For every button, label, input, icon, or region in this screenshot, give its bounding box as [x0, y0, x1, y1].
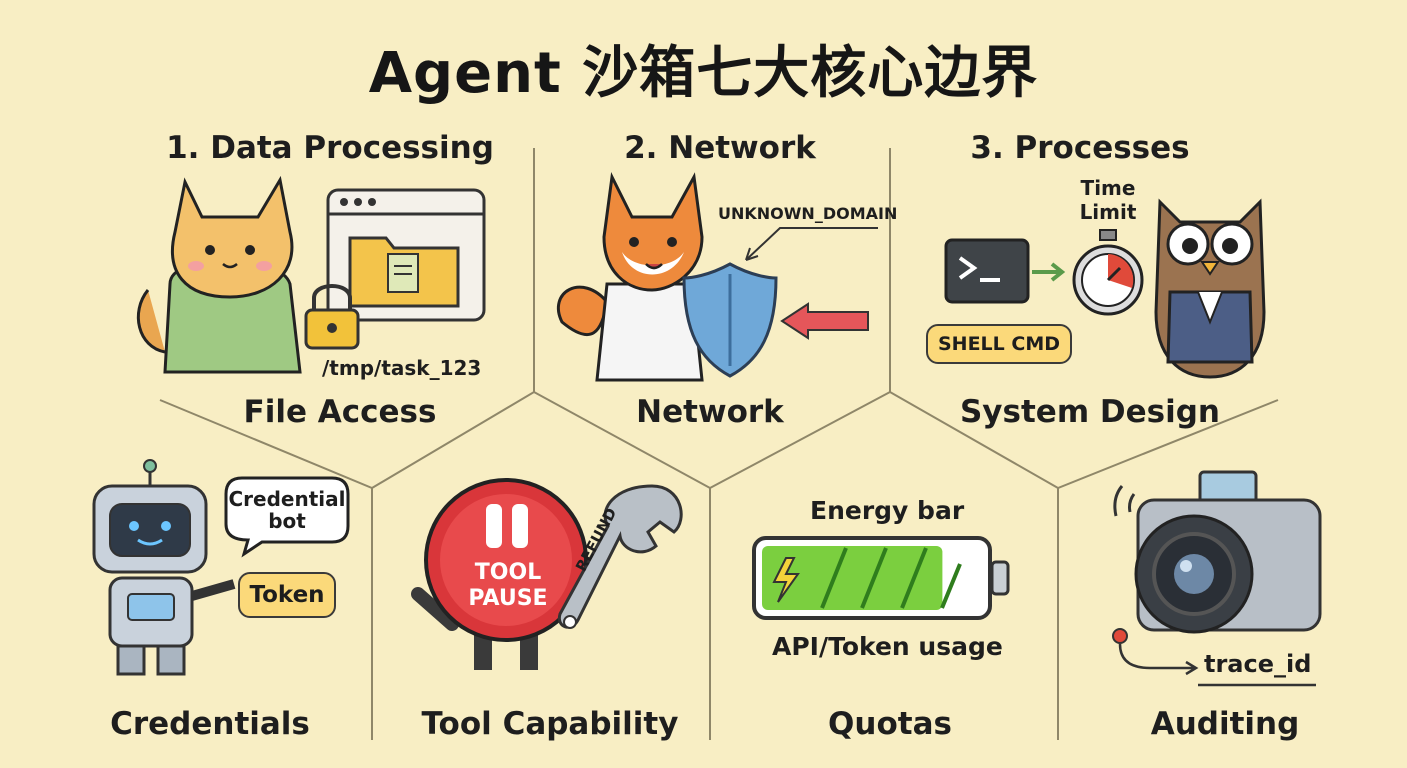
bubble-line: bot: [268, 509, 306, 533]
path-label: /tmp/task_123: [322, 356, 482, 380]
panel-footer: Quotas: [828, 706, 952, 742]
shell-cmd-badge: SHELL CMD: [926, 324, 1072, 364]
arrow-icon: [1032, 262, 1066, 282]
robot-mascot: [92, 459, 236, 676]
speech-bubble-text: Credential bot: [226, 488, 348, 532]
battery-fill: [762, 546, 943, 610]
camera-icon: [1113, 470, 1322, 634]
panel-header: 1. Data Processing: [166, 130, 494, 166]
battery-icon: [752, 536, 1010, 620]
panel-header: 2. Network: [624, 130, 816, 166]
energy-bar-label: Energy bar: [810, 496, 965, 525]
panel-header: 3. Processes: [970, 130, 1190, 166]
blocked-request-arrow: [780, 302, 869, 340]
button-line: PAUSE: [468, 586, 548, 611]
time-limit-line: Limit: [1079, 200, 1137, 224]
token-card: Token: [238, 572, 336, 618]
pause-button-label: TOOL PAUSE: [446, 560, 570, 612]
fox-mascot: [556, 171, 704, 382]
trace-id-label: trace_id: [1204, 650, 1312, 678]
panel-footer: Tool Capability: [421, 706, 679, 742]
cat-mascot: [136, 175, 302, 374]
speech-bubble: [224, 476, 350, 558]
callout-arrow: [745, 227, 878, 261]
time-limit-label: Time Limit: [1068, 176, 1148, 224]
shield-icon: [682, 262, 778, 378]
panel-footer: Network: [636, 394, 784, 430]
trace-connector: [1112, 628, 1199, 676]
pause-button-character: [411, 478, 588, 670]
panel-footer: System Design: [959, 394, 1221, 430]
stopwatch-icon: [1072, 229, 1144, 316]
owl-mascot: [1154, 198, 1266, 379]
time-limit-line: Time: [1080, 176, 1136, 200]
trace-underline: [1198, 683, 1316, 687]
bubble-line: Credential: [228, 487, 346, 511]
panel-footer: File Access: [243, 394, 437, 430]
terminal-icon: [944, 238, 1030, 304]
button-line: TOOL: [474, 560, 542, 585]
panel-footer: Auditing: [1150, 706, 1300, 742]
page-title: Agent 沙箱七大核心边界: [368, 41, 1039, 106]
wrench-icon: [557, 484, 683, 629]
browser-folder-icon: [326, 188, 486, 322]
panel-footer: Credentials: [110, 706, 310, 742]
blocked-domain-callout: UNKNOWN_DOMAIN: [718, 204, 898, 223]
padlock-icon: [304, 284, 360, 350]
usage-label: API/Token usage: [772, 632, 1003, 661]
